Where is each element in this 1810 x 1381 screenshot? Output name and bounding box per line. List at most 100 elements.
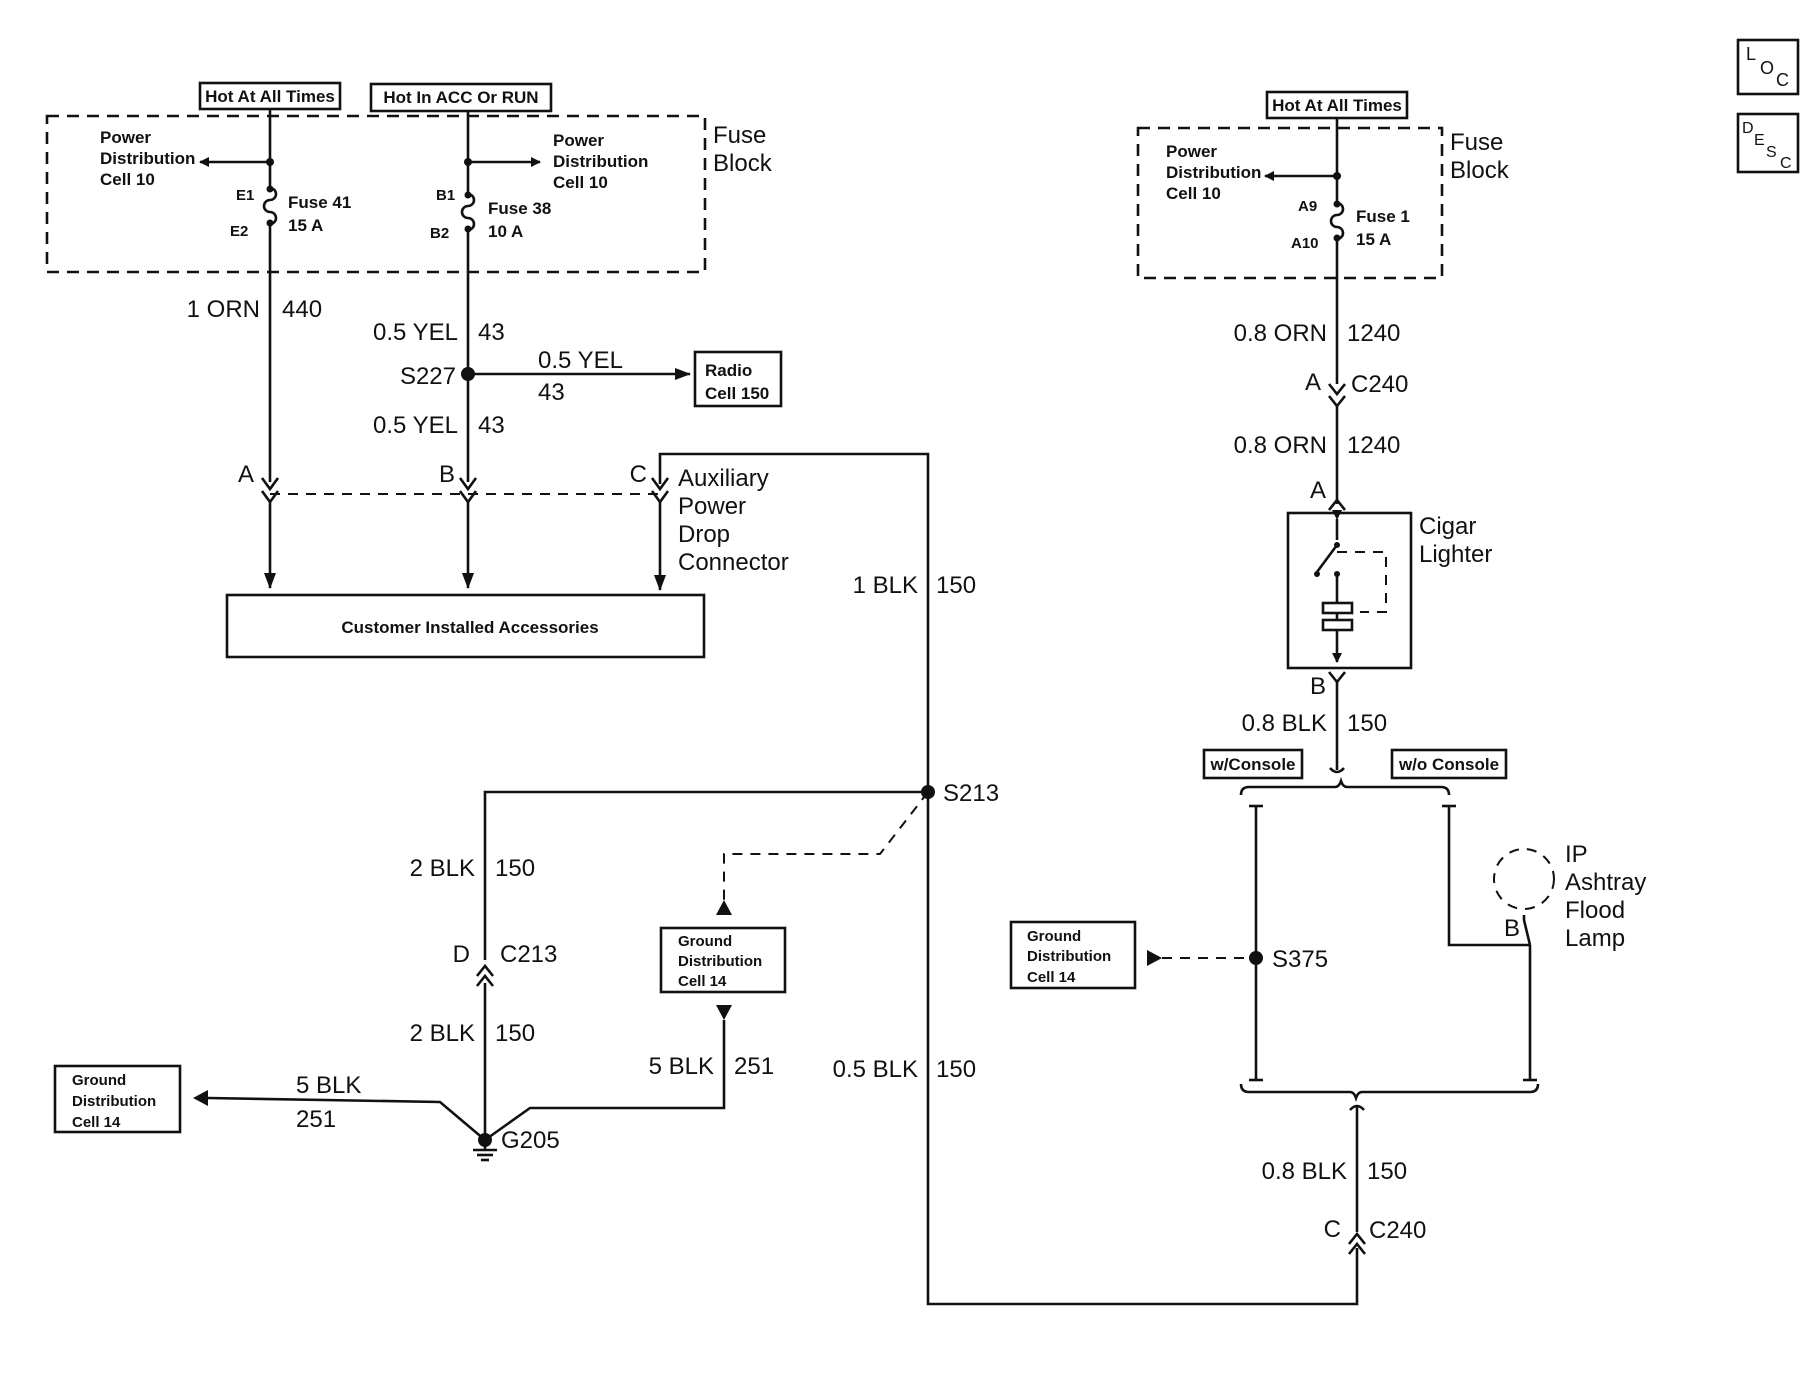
fuse-41-symbol — [262, 186, 278, 226]
fuse-1-pin-top: A9 — [1298, 198, 1317, 215]
svg-text:Fuse: Fuse — [713, 122, 766, 149]
c240-bottom-pin: C — [1324, 1216, 1341, 1243]
aux-connector-label: Auxiliary Power Drop Connector — [678, 465, 789, 576]
svg-text:Ground: Ground — [72, 1072, 126, 1089]
wire-5blk-circuit-mid: 251 — [734, 1053, 774, 1080]
svg-text:Auxiliary: Auxiliary — [678, 465, 769, 492]
c240-top-label: C240 — [1351, 371, 1408, 398]
wire-2blk-gauge-top: 2 BLK — [410, 855, 475, 882]
wire-5blk-gauge-left: 5 BLK — [296, 1072, 361, 1099]
c213-pin: D — [453, 941, 470, 968]
fuse-38-rating: 10 A — [488, 222, 523, 241]
svg-text:L: L — [1746, 44, 1756, 64]
fuse-block-left-outline — [45, 114, 707, 274]
customer-installed-accessories-box: Customer Installed Accessories — [225, 593, 706, 659]
wire-43-gauge-top: 0.5 YEL — [373, 319, 458, 346]
wire-440-circuit: 440 — [282, 296, 322, 323]
wire-08blk-circuit-bottom: 150 — [1367, 1158, 1407, 1185]
wire-1240-circuit-top: 1240 — [1347, 320, 1400, 347]
splice-s375 — [1249, 951, 1263, 965]
svg-text:Cell 14: Cell 14 — [1027, 969, 1076, 986]
fuse-41-pin-top: E1 — [236, 187, 254, 204]
wire-43-circuit-bottom: 43 — [478, 412, 505, 439]
radio-box: Radio Cell 150 — [693, 350, 783, 408]
svg-text:Distribution: Distribution — [1027, 948, 1111, 965]
cigar-lighter-pin-a: A — [1310, 477, 1326, 504]
fuse-41-rating: 15 A — [288, 216, 323, 235]
svg-text:Cigar: Cigar — [1419, 513, 1476, 540]
svg-text:IP: IP — [1565, 841, 1588, 868]
svg-text:Distribution: Distribution — [678, 953, 762, 970]
cigar-lighter-label: Cigar Lighter — [1419, 513, 1492, 568]
w-console-label: w/Console — [1202, 748, 1304, 780]
svg-text:w/Console: w/Console — [1209, 755, 1295, 774]
fuse-block-right-outline — [1136, 126, 1444, 280]
power-distribution-right-label: Power Distribution Cell 10 — [553, 131, 648, 192]
wire-2blk-circuit-bottom: 150 — [495, 1020, 535, 1047]
fuse-1-name: Fuse 1 — [1356, 207, 1410, 226]
wire-2blk-circuit-top: 150 — [495, 855, 535, 882]
ground-distribution-left-box: Ground Distribution Cell 14 — [53, 1064, 182, 1134]
svg-text:C: C — [1776, 70, 1789, 90]
fuse-1-symbol — [1329, 201, 1345, 241]
svg-text:Drop: Drop — [678, 521, 730, 548]
svg-text:w/o Console: w/o Console — [1398, 755, 1499, 774]
connector-c240-bottom — [1347, 1231, 1367, 1255]
wire-43-circuit-top: 43 — [478, 319, 505, 346]
wire-1blk-gauge: 1 BLK — [853, 572, 918, 599]
svg-text:Hot At All Times: Hot At All Times — [1272, 96, 1402, 115]
desc-icon[interactable]: D E S C — [1736, 112, 1800, 174]
svg-text:Cell 150: Cell 150 — [705, 384, 769, 403]
wire-43-gauge-radio: 0.5 YEL — [538, 347, 623, 374]
fuse-38-name: Fuse 38 — [488, 199, 551, 218]
svg-text:Ground: Ground — [678, 933, 732, 950]
wire-1blk-circuit: 150 — [936, 572, 976, 599]
svg-text:Connector: Connector — [678, 549, 789, 576]
svg-text:Ashtray: Ashtray — [1565, 869, 1646, 896]
option-bracket-bottom — [1239, 1083, 1540, 1103]
svg-text:Lighter: Lighter — [1419, 541, 1492, 568]
wire-440-gauge: 1 ORN — [187, 296, 260, 323]
power-distribution-left-label: Power Distribution Cell 10 — [100, 128, 195, 189]
svg-text:Hot At All Times: Hot At All Times — [205, 87, 335, 106]
svg-text:Power: Power — [100, 128, 151, 147]
svg-text:B: B — [439, 461, 455, 488]
wire-5blk-gauge-mid: 5 BLK — [649, 1053, 714, 1080]
svg-text:Cell 10: Cell 10 — [100, 170, 155, 189]
svg-text:E: E — [1754, 132, 1765, 149]
svg-text:Distribution: Distribution — [100, 149, 195, 168]
svg-text:Lamp: Lamp — [1565, 925, 1625, 952]
svg-text:Cell 14: Cell 14 — [678, 973, 727, 990]
ip-ashtray-lamp-pin: B — [1504, 915, 1520, 942]
loc-icon[interactable]: L O C — [1736, 38, 1800, 96]
fuse-1-pin-bottom: A10 — [1291, 235, 1319, 252]
fuse-38-symbol — [460, 192, 476, 232]
hot-at-all-times-label-right: Hot At All Times — [1265, 90, 1409, 120]
svg-text:Flood: Flood — [1565, 897, 1625, 924]
splice-s227-label: S227 — [400, 363, 456, 390]
svg-text:Block: Block — [1450, 157, 1510, 184]
ground-distribution-middle-box: Ground Distribution Cell 14 — [659, 926, 787, 994]
hot-at-all-times-label-left: Hot At All Times — [198, 81, 342, 111]
wire-1240-gauge-top: 0.8 ORN — [1234, 320, 1327, 347]
svg-text:Block: Block — [713, 150, 773, 177]
fuse-block-right-label: Fuse Block — [1450, 129, 1510, 184]
ip-ashtray-lamp-symbol — [1493, 848, 1555, 910]
svg-text:S: S — [1766, 144, 1777, 161]
splice-s375-label: S375 — [1272, 946, 1328, 973]
fuse-41-name: Fuse 41 — [288, 193, 351, 212]
wire-43-gauge-bottom: 0.5 YEL — [373, 412, 458, 439]
connector-c240-top — [1327, 383, 1347, 409]
svg-text:D: D — [1742, 120, 1754, 137]
fuse-block-left-label: Fuse Block — [713, 122, 773, 177]
cigar-lighter-box — [1286, 510, 1413, 670]
fuse-38-pin-top: B1 — [436, 187, 455, 204]
svg-text:Distribution: Distribution — [72, 1093, 156, 1110]
fuse-1-rating: 15 A — [1356, 230, 1391, 249]
svg-text:O: O — [1760, 58, 1774, 78]
wire-08blk-gauge-bottom: 0.8 BLK — [1262, 1158, 1347, 1185]
connector-c213 — [475, 963, 495, 987]
wire-05blk-circuit: 150 — [936, 1056, 976, 1083]
svg-text:Cell 10: Cell 10 — [1166, 184, 1221, 203]
